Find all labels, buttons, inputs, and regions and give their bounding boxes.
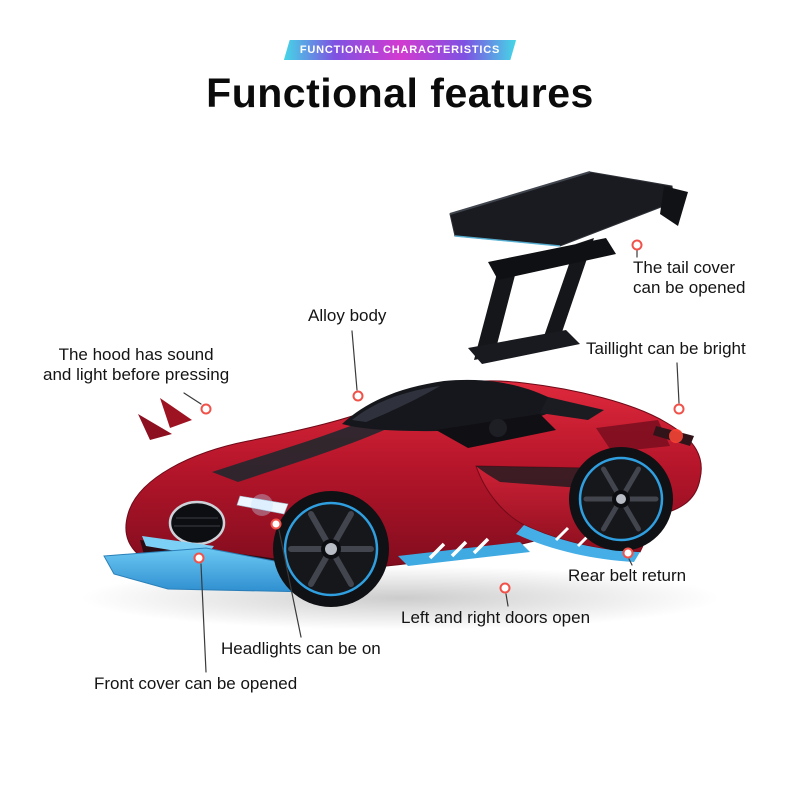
section-badge-label: FUNCTIONAL CHARACTERISTICS [299,44,501,56]
leader-rear-belt-line [628,558,633,566]
door-blue-sill [516,525,640,562]
leader-hood-line [183,392,202,405]
marker-doors-dot [499,582,511,594]
callout-headlights: Headlights can be on [221,639,381,658]
front-face [103,494,334,593]
leader-alloy-body-line [351,330,358,391]
grille [170,502,224,544]
taillight [653,426,694,446]
marker-tail-cover-dot [631,239,643,251]
side-skirt [398,537,530,566]
marker-headlights-dot [270,518,282,530]
callout-tail-cover: The tail cover can be opened [633,258,746,298]
leader-headlights-line [278,529,302,638]
marker-front-cover-dot [193,552,205,564]
callout-hood: The hood has sound and light before pres… [43,345,230,385]
hood-stripe [212,414,402,482]
leader-front-cover-line [200,563,207,673]
marker-taillight-dot [673,403,685,415]
callout-rear-belt: Rear belt return [568,566,687,585]
page-title: Functional features [206,70,594,116]
callout-front-cover: Front cover can be opened [94,674,298,693]
marker-rear-belt-dot [622,547,634,559]
fender-winglet [160,398,192,428]
callout-taillight: Taillight can be bright [586,339,746,358]
callout-doors: Left and right doors open [401,608,591,627]
headlight [236,495,289,515]
callout-alloy-body: Alloy body [308,306,387,325]
leader-taillight-line [676,362,680,404]
front-wheel [273,491,389,607]
rear-intake [596,420,670,452]
leader-doors-line [505,593,509,607]
seat [489,419,507,437]
fender-winglet [138,414,172,440]
rear-wheel [569,447,673,551]
canopy [342,379,604,448]
rear-wing [449,171,688,364]
marker-alloy-body-dot [352,390,364,402]
marker-hood-dot [200,403,212,415]
callout-markers [183,239,685,673]
section-badge: FUNCTIONAL CHARACTERISTICS [283,40,517,60]
